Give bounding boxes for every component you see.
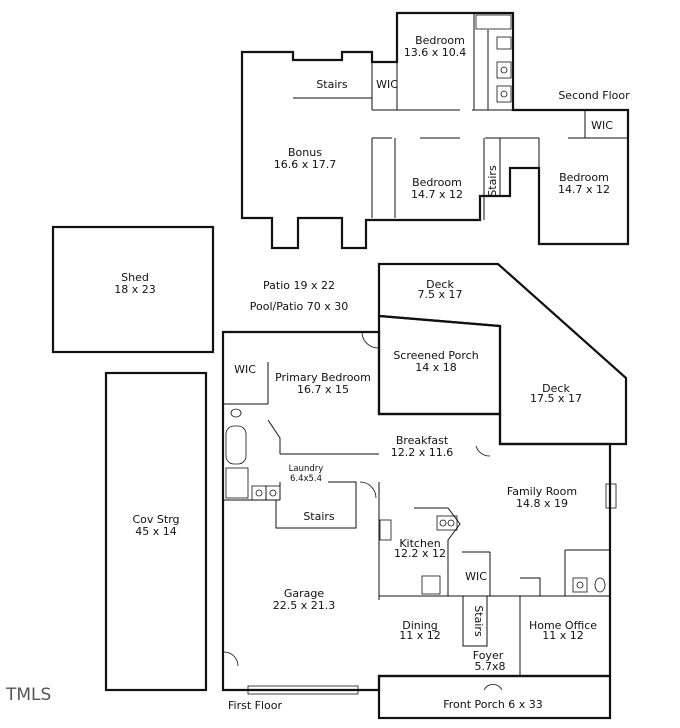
- garage-size: 22.5 x 21.3: [273, 599, 336, 612]
- bedroom-right-size: 14.7 x 12: [558, 183, 610, 196]
- dining-size: 11 x 12: [399, 629, 441, 642]
- mls-watermark: TMLS: [5, 685, 51, 705]
- cov-strg-name: Cov Strg: [132, 513, 179, 526]
- cov-strg-outline: [104, 371, 208, 692]
- primary-bedroom-size: 16.7 x 15: [297, 383, 349, 396]
- laundry-size: 6.4x5.4: [290, 474, 322, 484]
- bedroom-top-size: 13.6 x 10.4: [404, 46, 467, 59]
- family-room-name: Family Room: [507, 485, 577, 498]
- wic-upper-label: WIC: [376, 78, 398, 91]
- breakfast-name: Breakfast: [396, 434, 449, 447]
- bonus-size: 16.6 x 17.7: [274, 158, 337, 171]
- foyer-size: 5.7x8: [474, 660, 505, 673]
- bonus-name: Bonus: [288, 146, 322, 159]
- deck-right-size: 17.5 x 17: [530, 392, 582, 405]
- pool-patio-label: Pool/Patio 70 x 30: [250, 300, 348, 313]
- front-porch-label: Front Porch 6 x 33: [443, 698, 543, 711]
- shed-outline: [51, 225, 215, 354]
- home-office-size: 11 x 12: [542, 629, 584, 642]
- dining-name: Dining: [402, 619, 438, 632]
- first-floor-walls: [221, 262, 628, 720]
- wic-primary-label: WIC: [234, 363, 256, 376]
- first-floor-label: First Floor: [228, 699, 282, 712]
- laundry-name: Laundry: [289, 464, 324, 474]
- foyer-name: Foyer: [473, 649, 504, 662]
- stairs-lower-label: Stairs: [303, 510, 335, 523]
- home-office-name: Home Office: [529, 619, 597, 632]
- bedroom-mid-size: 14.7 x 12: [411, 188, 463, 201]
- wic-lower-label: WIC: [465, 570, 487, 583]
- stairs-upper-label: Stairs: [316, 78, 348, 91]
- second-floor-label: Second Floor: [558, 89, 630, 102]
- second-floor-walls: [240, 11, 630, 250]
- bedroom-right-name: Bedroom: [559, 171, 609, 184]
- shed-name: Shed: [121, 271, 149, 284]
- screened-porch-size: 14 x 18: [415, 361, 457, 374]
- kitchen-size: 12.2 x 12: [394, 547, 446, 560]
- kitchen-name: Kitchen: [399, 537, 440, 550]
- deck-top-name: Deck: [426, 278, 454, 291]
- patio-label: Patio 19 x 22: [263, 279, 335, 292]
- primary-bedroom-name: Primary Bedroom: [275, 371, 371, 384]
- cov-strg-size: 45 x 14: [135, 525, 177, 538]
- family-room-size: 14.8 x 19: [516, 497, 568, 510]
- bedroom-mid-name: Bedroom: [412, 176, 462, 189]
- wic-right-label: WIC: [591, 119, 613, 132]
- shed-size: 18 x 23: [114, 283, 156, 296]
- stairs-vertical-lower-label: Stairs: [472, 605, 485, 637]
- deck-top-size: 7.5 x 17: [418, 288, 463, 301]
- bedroom-top-name: Bedroom: [415, 34, 465, 47]
- screened-porch-name: Screened Porch: [393, 349, 478, 362]
- breakfast-size: 12.2 x 11.6: [391, 446, 454, 459]
- deck-right-name: Deck: [542, 382, 570, 395]
- stairs-vertical-upper-label: Stairs: [486, 165, 499, 197]
- garage-name: Garage: [284, 587, 325, 600]
